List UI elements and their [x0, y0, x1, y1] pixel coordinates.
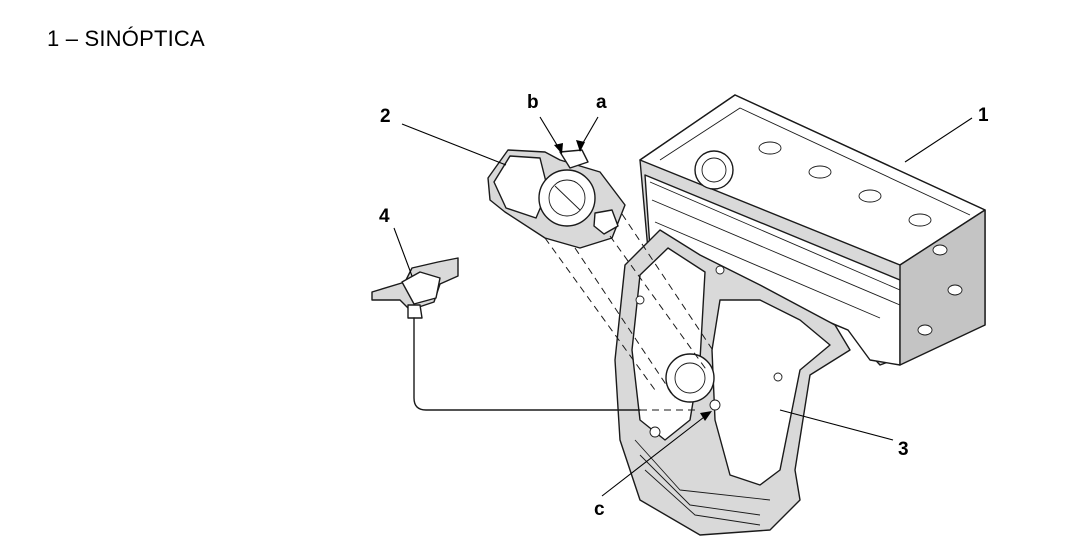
callout-a: a — [596, 92, 607, 113]
engine-cylinder-head — [639, 94, 986, 366]
page-title: 1 – SINÓPTICA — [47, 26, 205, 51]
projection-lines — [544, 213, 715, 399]
leader-1 — [904, 117, 973, 163]
callout-c: c — [594, 499, 605, 520]
intake-manifold — [614, 229, 851, 536]
leader-c — [601, 413, 709, 497]
callout-1: 1 — [978, 105, 989, 126]
leader-3 — [779, 409, 894, 441]
leader-2 — [401, 123, 507, 166]
leader-4 — [393, 227, 413, 277]
sensor-cable — [413, 317, 641, 411]
arrow-c-icon — [700, 411, 712, 421]
arrow-b-icon — [554, 143, 563, 154]
callout-4: 4 — [379, 206, 390, 227]
callout-2: 2 — [380, 106, 391, 127]
callout-3: 3 — [898, 439, 909, 460]
sensor — [371, 257, 459, 319]
arrow-a-icon — [576, 140, 585, 152]
callout-b: b — [527, 92, 539, 113]
throttle-body — [487, 149, 626, 249]
